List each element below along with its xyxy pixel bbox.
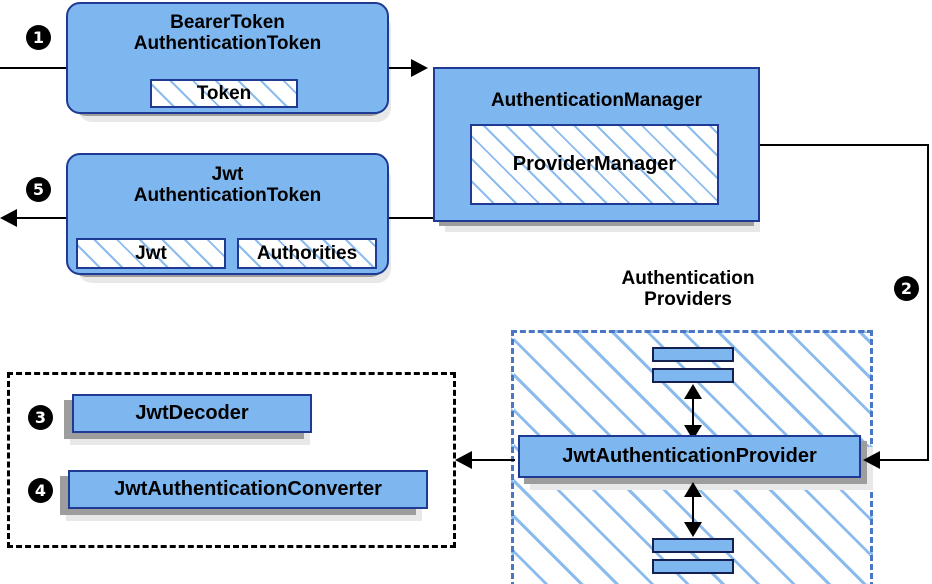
arrowhead-bearer-to-manager [411, 59, 428, 77]
bearer-token-title-line1: BearerToken [170, 12, 285, 33]
step-marker-1: 1 [26, 25, 51, 50]
connector-provider-down [692, 487, 694, 533]
step-marker-4: 4 [28, 478, 53, 503]
connector-provider-to-converters [471, 459, 515, 461]
jwt-authentication-converter-label: JwtAuthenticationConverter [114, 478, 382, 501]
bearer-token-title-line2: AuthenticationToken [133, 33, 322, 55]
authentication-providers-title: Authentication Providers [578, 268, 798, 311]
bearer-token-compartment-token-label: Token [196, 82, 252, 104]
jwt-token-compartment-authorities: Authorities [237, 238, 377, 269]
provider-stub-bar-bottom-2 [652, 559, 734, 574]
jwt-authentication-converter-node[interactable]: JwtAuthenticationConverter [68, 470, 428, 509]
provider-stub-bar-top-1 [652, 347, 734, 362]
arrowhead-step2-into-provider [863, 451, 880, 469]
arrowhead-response-out [0, 209, 17, 227]
step-marker-3: 3 [28, 405, 53, 430]
jwt-authentication-provider-label: JwtAuthenticationProvider [562, 445, 817, 468]
step-marker-5-number: 5 [32, 180, 45, 199]
step-marker-1-number: 1 [32, 28, 45, 47]
connector-step2-into-provider [876, 459, 929, 461]
jwt-decoder-label: JwtDecoder [135, 402, 249, 425]
authentication-providers-title-line2: Providers [644, 289, 732, 311]
jwt-token-title-line2: AuthenticationToken [133, 185, 322, 207]
step-marker-5: 5 [26, 177, 51, 202]
arrowhead-provider-down-top [684, 482, 702, 497]
connector-bearer-to-manager [388, 67, 426, 69]
step-marker-3-number: 3 [34, 408, 47, 427]
jwt-token-compartment-jwt: Jwt [76, 238, 226, 269]
step-marker-4-number: 4 [34, 481, 47, 500]
authentication-manager-title: AuthenticationManager [490, 90, 703, 111]
connector-manager-right [759, 144, 929, 146]
bearer-token-compartment-token: Token [150, 79, 298, 108]
arrowhead-provider-to-converters [455, 451, 472, 469]
arrowhead-provider-up-top [684, 384, 702, 399]
jwt-token-compartment-authorities-label: Authorities [256, 242, 358, 264]
provider-manager-label: ProviderManager [512, 153, 677, 175]
converter-group [7, 372, 456, 548]
jwt-token-title-line1: Jwt [211, 164, 244, 185]
connector-response-out [16, 217, 76, 219]
step-marker-2-number: 2 [900, 279, 913, 298]
provider-stub-bar-top-2 [652, 368, 734, 383]
provider-stub-bar-bottom-1 [652, 538, 734, 553]
jwt-authentication-provider-node[interactable]: JwtAuthenticationProvider [518, 435, 861, 478]
connector-provider-up [692, 390, 694, 437]
arrowhead-provider-down-bottom [684, 522, 702, 537]
authentication-manager-compartment-provider-manager: ProviderManager [470, 124, 719, 205]
connector-step2-vertical [927, 144, 929, 460]
authentication-providers-title-line1: Authentication [621, 268, 755, 289]
connector-manager-to-jwttoken [386, 217, 436, 219]
connector-request-in [0, 67, 72, 69]
jwt-decoder-node[interactable]: JwtDecoder [72, 394, 312, 433]
jwt-token-compartment-jwt-label: Jwt [135, 242, 167, 264]
step-marker-2: 2 [894, 276, 919, 301]
